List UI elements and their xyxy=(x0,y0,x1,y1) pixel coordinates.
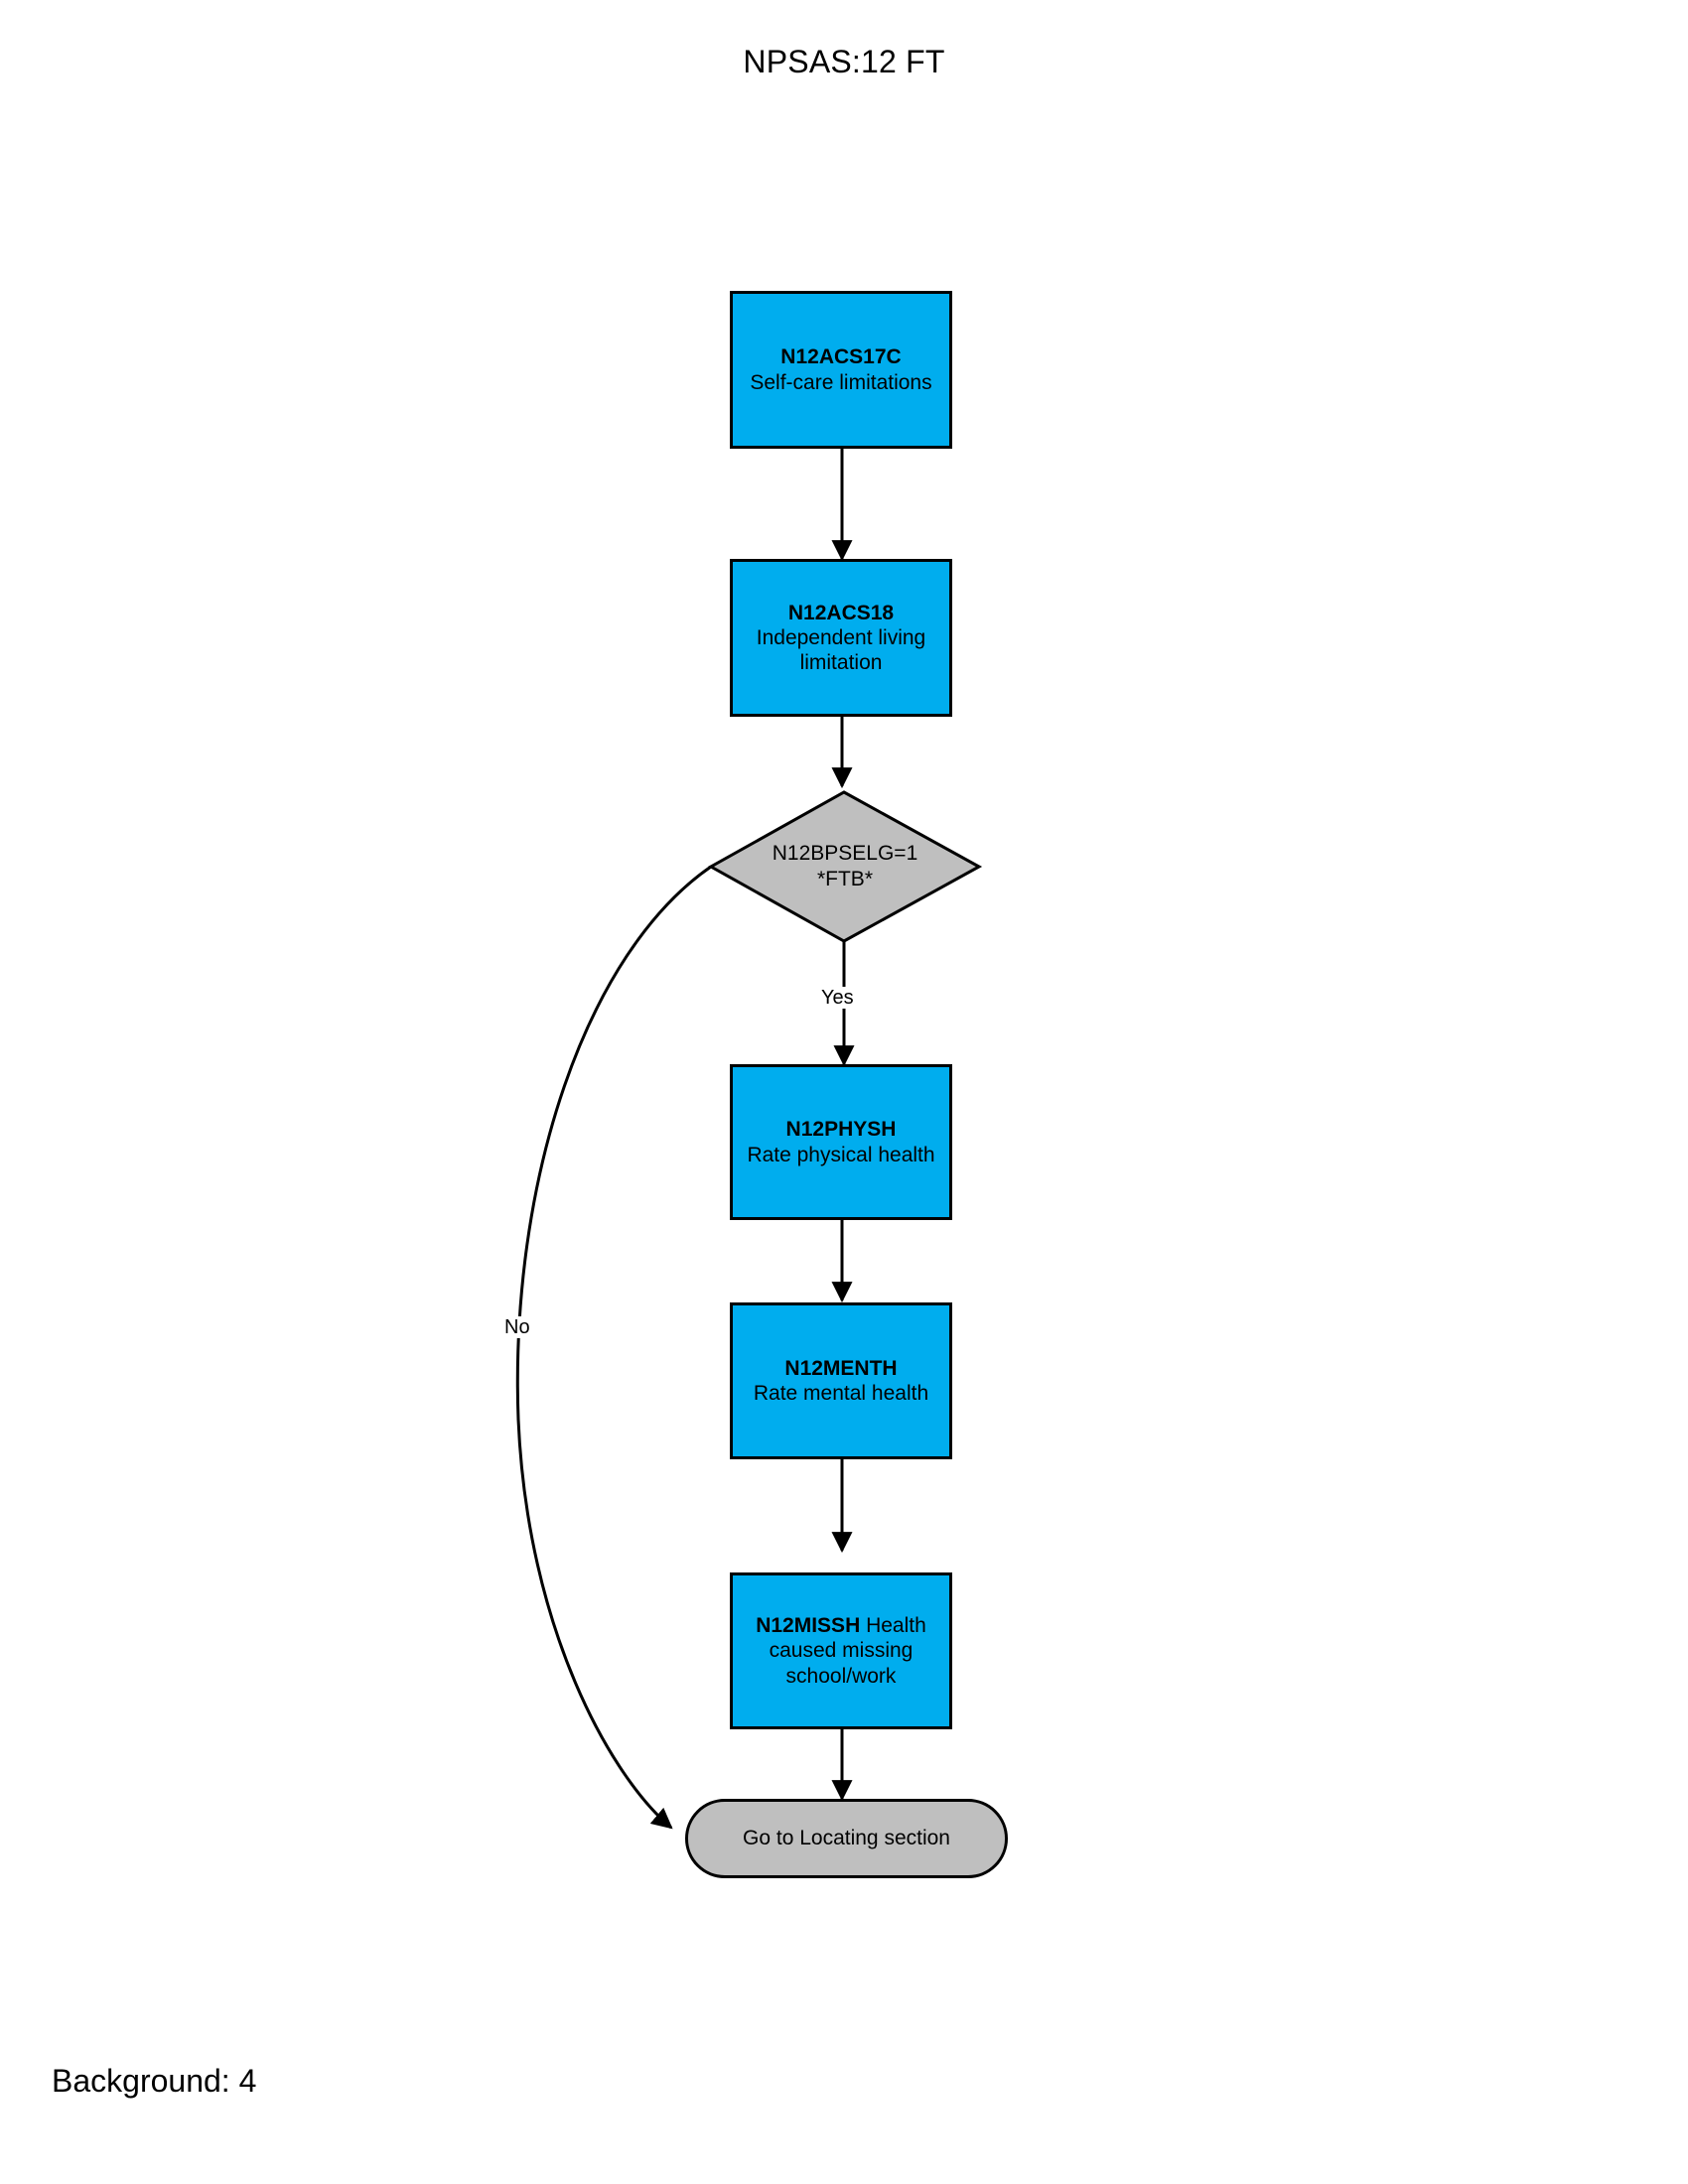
node-text-n12acs17c: Self-care limitations xyxy=(750,370,932,394)
node-code-n12menth: N12MENTH xyxy=(784,1356,898,1380)
process-node-n12acs17c[interactable]: N12ACS17C Self-care limitations xyxy=(730,291,952,449)
decision-diamond-n12bpselg[interactable] xyxy=(707,790,983,943)
process-node-n12acs18[interactable]: N12ACS18 Independent living limitation xyxy=(730,559,952,717)
process-node-n12menth[interactable]: N12MENTH Rate mental health xyxy=(730,1302,952,1459)
node-text-n12physh: Rate physical health xyxy=(747,1143,935,1166)
node-code-n12acs17c: N12ACS17C xyxy=(780,345,902,369)
terminal-node-label: Go to Locating section xyxy=(743,1827,950,1850)
node-text-n12missh: Health caused missing school/work xyxy=(769,1614,926,1688)
node-code-n12missh: N12MISSH xyxy=(756,1614,861,1638)
terminal-node-locating[interactable]: Go to Locating section xyxy=(685,1799,1008,1878)
edge-label-no: No xyxy=(501,1316,533,1338)
page-title: NPSAS:12 FT xyxy=(743,44,945,79)
node-code-n12physh: N12PHYSH xyxy=(785,1118,897,1142)
process-node-n12physh[interactable]: N12PHYSH Rate physical health xyxy=(730,1064,952,1220)
node-text-n12menth: Rate mental health xyxy=(753,1382,929,1405)
edge-label-yes: Yes xyxy=(818,987,857,1009)
node-code-n12acs18: N12ACS18 xyxy=(787,601,895,624)
process-node-n12missh[interactable]: N12MISSH Health caused missing school/wo… xyxy=(730,1572,952,1729)
page-footer: Background: 4 xyxy=(52,2063,257,2099)
edge-decision-no-to-locating xyxy=(515,865,712,1830)
node-text-n12acs18: Independent living limitation xyxy=(756,625,926,675)
